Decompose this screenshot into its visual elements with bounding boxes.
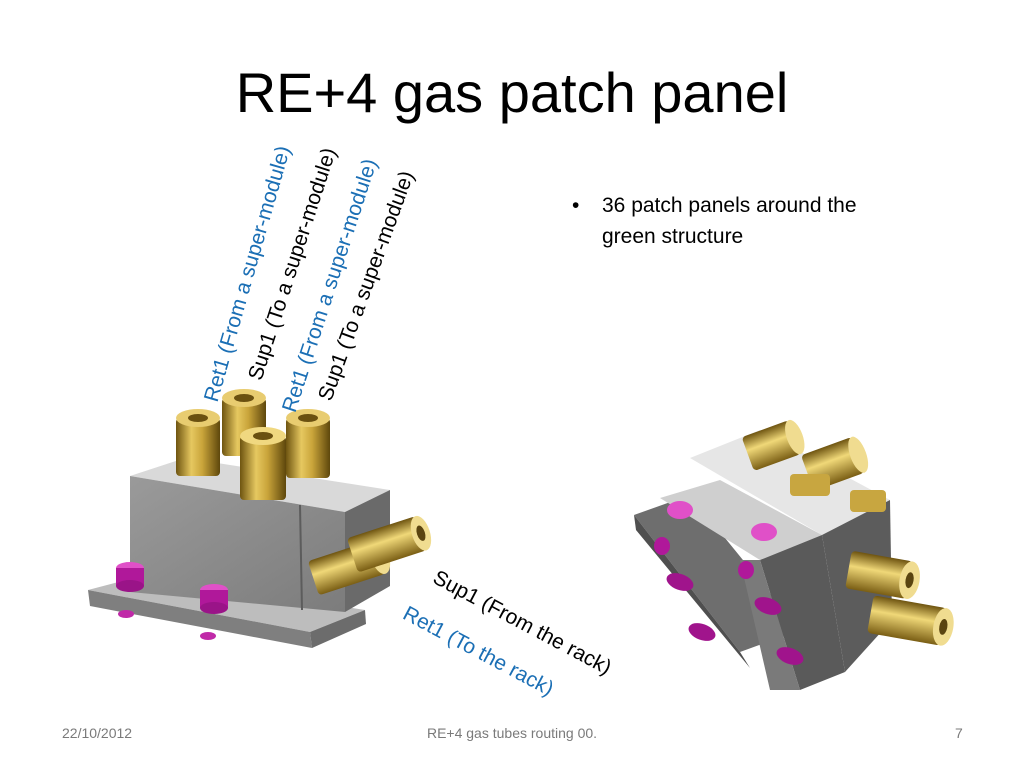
right-patch-panel (634, 419, 954, 690)
bullet-item: 36 patch panels around the green structu… (572, 190, 912, 252)
bullet-list: 36 patch panels around the green structu… (572, 190, 912, 252)
footer-page-number: 7 (955, 725, 963, 741)
left-patch-panel (88, 389, 432, 648)
footer-center-text: RE+4 gas tubes routing 00. (426, 725, 598, 741)
slide-title: RE+4 gas patch panel (235, 61, 789, 124)
footer-date: 22/10/2012 (62, 725, 133, 741)
